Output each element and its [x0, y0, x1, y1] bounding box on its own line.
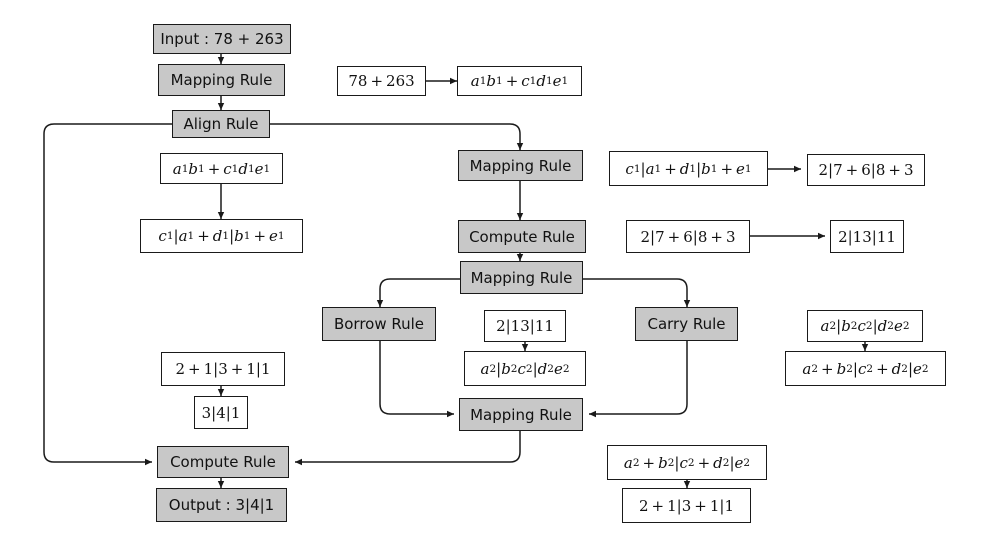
example-final-input: 2 + 1|3 + 1|1	[161, 352, 285, 386]
mapping-rule-right: Mapping Rule	[458, 150, 583, 181]
align-rule: Align Rule	[172, 110, 270, 138]
mapping-rule-top: Mapping Rule	[158, 64, 285, 96]
mapping-rule-mid: Mapping Rule	[460, 261, 583, 294]
example-compute-output: 2|13|11	[830, 220, 904, 253]
carry-rule: Carry Rule	[635, 307, 738, 341]
arrow-mapping-low-to-compute-bottom	[295, 431, 521, 466]
arrow-align-to-mapping-right	[270, 123, 524, 150]
arrow-mapping-mid-to-borrow	[376, 278, 460, 307]
compute-rule-mid: Compute Rule	[458, 220, 586, 253]
example-map2-output: 2|7 + 6|8 + 3	[807, 154, 925, 186]
example-carry-map-input: 2|13|11	[484, 310, 566, 342]
mapping-rule-low: Mapping Rule	[459, 398, 583, 431]
compute-rule-bottom: Compute Rule	[157, 446, 289, 478]
example-map4-output: 2 + 1|3 + 1|1	[622, 488, 751, 523]
input-node: Input : 78 + 263	[153, 24, 291, 54]
arrow-align-to-compute-bottom	[43, 123, 172, 466]
arrow-carry-to-mapping-low	[589, 341, 688, 418]
arrow-mapping-mid-to-carry	[583, 278, 691, 307]
arrow-borrow-to-mapping-low	[379, 341, 454, 418]
output-node: Output : 3|4|1	[156, 488, 287, 522]
example-compute-input: 2|7 + 6|8 + 3	[626, 220, 750, 253]
borrow-rule: Borrow Rule	[322, 307, 436, 341]
example-mapping-input: 78 + 263	[337, 66, 426, 96]
example-final-output: 3|4|1	[194, 396, 248, 429]
